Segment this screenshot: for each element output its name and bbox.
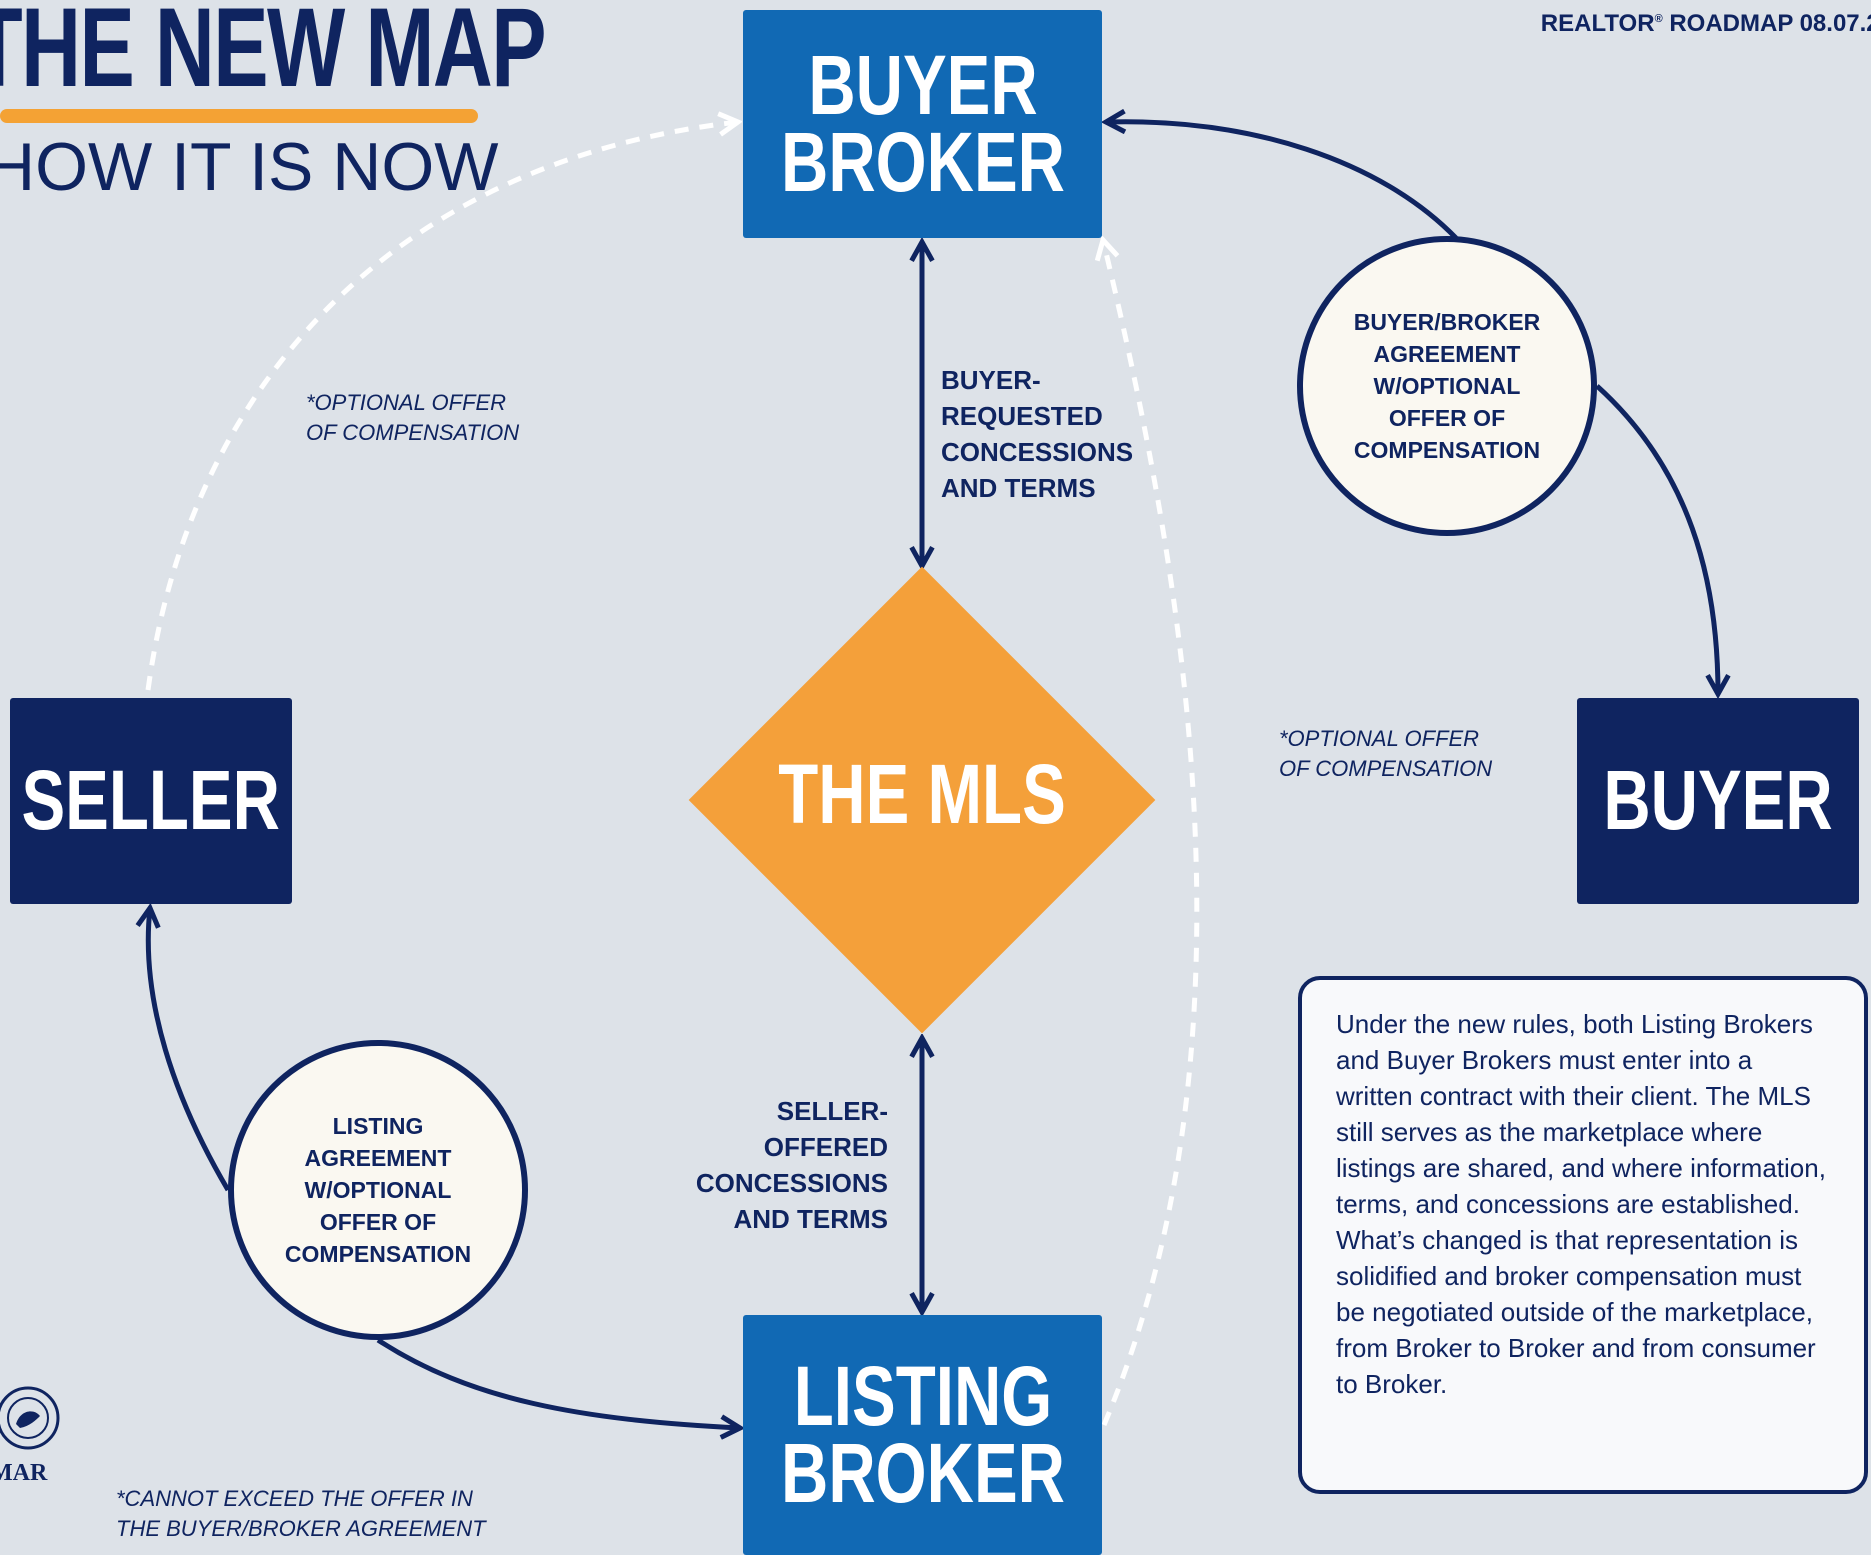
arrow-agreement-to-listing-broker — [376, 1337, 740, 1428]
buyer-requested-terms-label: BUYER- REQUESTED CONCESSIONS AND TERMS — [941, 365, 1134, 503]
buyer-broker-label: BUYER BROKER — [780, 37, 1065, 209]
arrow-agreement-to-seller — [148, 908, 231, 1192]
roadmap-label-brand: REALTOR — [1540, 10, 1655, 37]
optional-offer-note-left: *OPTIONAL OFFER OF COMPENSATION — [306, 390, 520, 445]
mls-label: THE MLS — [778, 747, 1066, 841]
explanation-text: Under the new rules, both Listing Broker… — [1336, 1009, 1826, 1399]
association-seal-icon — [0, 1386, 60, 1450]
listing-agreement-circle: LISTING AGREEMENT W/OPTIONAL OFFER OF CO… — [228, 1040, 528, 1340]
title-underline — [0, 109, 478, 123]
roadmap-label-rest: ROADMAP 08.07.24 — [1669, 10, 1871, 37]
optional-offer-note-right: *OPTIONAL OFFER OF COMPENSATION — [1279, 726, 1493, 781]
cannot-exceed-note: *CANNOT EXCEED THE OFFER IN THE BUYER/BR… — [116, 1486, 486, 1541]
registered-mark: ® — [1654, 13, 1663, 25]
explanation-box: Under the new rules, both Listing Broker… — [1298, 976, 1868, 1494]
dashed-arc-seller-to-buyer-broker — [145, 122, 738, 691]
buyer-label: BUYER — [1603, 753, 1833, 848]
listing-broker-label: LISTING BROKER — [780, 1348, 1065, 1520]
dashed-arc-listing-to-buyer-broker — [1103, 240, 1200, 1426]
seller-box: SELLER — [10, 698, 292, 904]
buyer-broker-agreement-circle: BUYER/BROKER AGREEMENT W/OPTIONAL OFFER … — [1297, 236, 1597, 536]
listing-agreement-label: LISTING AGREEMENT W/OPTIONAL OFFER OF CO… — [284, 1113, 472, 1267]
listing-broker-box: LISTING BROKER — [743, 1315, 1102, 1555]
arrow-agreement-to-buyer-broker — [1106, 122, 1458, 240]
association-logo: MAR — [0, 1380, 80, 1490]
arrow-agreement-to-buyer — [1595, 384, 1718, 694]
seller-label: SELLER — [21, 753, 281, 848]
logo-text: MAR — [0, 1460, 48, 1486]
buyer-box: BUYER — [1577, 698, 1859, 904]
buyer-broker-box: BUYER BROKER — [743, 10, 1102, 238]
page-subtitle: HOW IT IS NOW — [0, 129, 499, 205]
buyer-broker-agreement-label: BUYER/BROKER AGREEMENT W/OPTIONAL OFFER … — [1353, 309, 1541, 463]
page-title: THE NEW MAP — [0, 0, 547, 110]
roadmap-label: REALTOR® ROADMAP 08.07.24 — [1541, 10, 1871, 38]
seller-offered-terms-label: SELLER- OFFERED CONCESSIONS AND TERMS — [695, 1096, 888, 1234]
